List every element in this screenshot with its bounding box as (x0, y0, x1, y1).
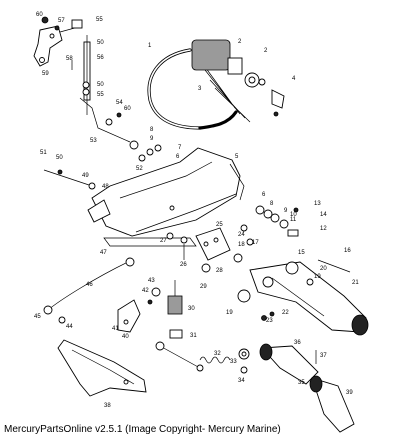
callout-3: 3 (198, 86, 202, 92)
callout-54: 54 (116, 100, 123, 106)
callout-18: 18 (238, 242, 245, 248)
callout-8: 8 (270, 201, 274, 207)
callout-19: 19 (314, 274, 321, 280)
ring-33-34 (238, 348, 250, 374)
callout-39: 39 (346, 390, 353, 396)
callout-30: 30 (188, 306, 195, 312)
callout-27: 27 (160, 238, 167, 244)
callout-13: 13 (314, 201, 321, 207)
callout-9: 9 (150, 136, 154, 142)
callout-41: 41 (112, 326, 119, 332)
callout-19: 19 (226, 310, 233, 316)
control-handle (237, 261, 369, 336)
main-housing (87, 147, 245, 247)
callout-47: 47 (100, 250, 107, 256)
callout-6: 6 (176, 154, 180, 160)
callout-7: 7 (178, 145, 182, 151)
cable-spring (155, 341, 231, 372)
callout-43: 43 (148, 278, 155, 284)
callout-55: 55 (97, 92, 104, 98)
callout-50: 50 (56, 155, 63, 161)
callout-36: 36 (294, 340, 301, 346)
callout-48: 48 (102, 184, 109, 190)
callout-11: 11 (290, 217, 297, 223)
screws-22-23 (261, 311, 275, 321)
callout-32: 32 (214, 351, 221, 357)
callout-50: 50 (97, 82, 104, 88)
callout-40: 40 (122, 334, 129, 340)
callout-35: 35 (298, 380, 305, 386)
callout-1: 1 (148, 43, 152, 49)
callout-51: 51 (40, 150, 47, 156)
throttle-bracket-assembly (33, 16, 91, 115)
control-cable (43, 257, 135, 315)
callout-38: 38 (104, 403, 111, 409)
callout-4: 4 (292, 76, 296, 82)
callout-50: 50 (97, 40, 104, 46)
callout-56: 56 (97, 55, 104, 61)
callout-8: 8 (150, 127, 154, 133)
callout-15: 15 (298, 250, 305, 256)
callout-14: 14 (320, 212, 327, 218)
small-hardware (138, 144, 299, 263)
neutral-switch-bracket (58, 287, 161, 333)
mount-bracket-28 (195, 227, 231, 273)
linkage-rod (43, 169, 96, 190)
copyright-footer: MercuryPartsOnline v2.5.1 (Image Copyrig… (4, 424, 281, 435)
callout-26: 26 (180, 262, 187, 268)
callout-45: 45 (34, 314, 41, 320)
callout-33: 33 (230, 359, 237, 365)
callout-9: 9 (284, 208, 288, 214)
callout-21: 21 (352, 280, 359, 286)
callout-20: 20 (320, 266, 327, 272)
callout-29: 29 (200, 284, 207, 290)
callout-58: 58 (66, 56, 73, 62)
callout-42: 42 (142, 288, 149, 294)
callout-labels: 60 57 55 50 58 56 59 50 55 54 60 53 1 2 … (34, 12, 359, 409)
callout-17: 17 (252, 240, 259, 246)
callout-28: 28 (216, 268, 223, 274)
callout-2: 2 (238, 39, 242, 45)
callout-25: 25 (216, 222, 223, 228)
callout-37: 37 (320, 353, 327, 359)
callout-55: 55 (96, 17, 103, 23)
callout-16: 16 (344, 248, 351, 254)
callout-22: 22 (282, 310, 289, 316)
callout-6: 6 (262, 192, 266, 198)
callout-57: 57 (58, 18, 65, 24)
callout-53: 53 (90, 138, 97, 144)
throttle-grip (309, 375, 355, 433)
callout-34: 34 (238, 378, 245, 384)
callout-24: 24 (238, 232, 245, 238)
callout-59: 59 (42, 71, 49, 77)
callout-49: 49 (82, 173, 89, 179)
shift-rod (79, 97, 139, 150)
spacer-26-27 (166, 232, 188, 260)
callout-60: 60 (124, 106, 131, 112)
callout-46: 46 (86, 282, 93, 288)
rod-16 (317, 259, 351, 273)
callout-23: 23 (266, 318, 273, 324)
switch-30-31 (167, 280, 183, 339)
callout-44: 44 (66, 324, 73, 330)
callout-52: 52 (136, 166, 143, 172)
callout-60: 60 (36, 12, 43, 18)
callout-31: 31 (190, 333, 197, 339)
callout-10: 10 (290, 212, 297, 218)
wiring-harness (147, 39, 285, 130)
callout-5: 5 (235, 154, 239, 160)
base-plate (57, 339, 147, 397)
handle-grip (259, 343, 319, 385)
callout-2: 2 (264, 48, 268, 54)
callout-12: 12 (320, 226, 327, 232)
